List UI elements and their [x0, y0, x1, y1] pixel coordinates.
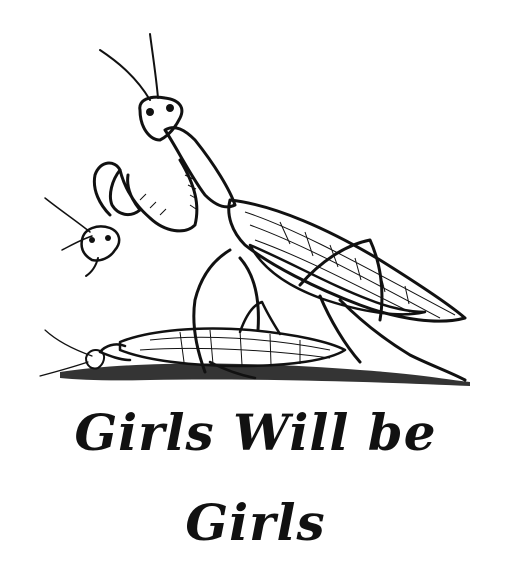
- legs: [238, 300, 282, 336]
- head: [138, 95, 184, 142]
- wings: [227, 198, 467, 323]
- arm-hatching: [139, 174, 198, 216]
- eye: [89, 237, 95, 243]
- leg-hind: [338, 298, 467, 382]
- leg-hind-2: [318, 294, 362, 364]
- mantis-illustration: [39, 33, 470, 386]
- poster: Girls Will be Girls: [39, 33, 470, 552]
- small-antenna: [44, 329, 93, 357]
- prothorax: [163, 126, 237, 209]
- fallen-mantis: [39, 300, 347, 380]
- neck-stump: [85, 257, 99, 277]
- big-mantis: [92, 33, 467, 382]
- body: [118, 327, 347, 368]
- forearm: [108, 168, 142, 217]
- small-antenna: [39, 361, 89, 377]
- eye: [166, 104, 174, 112]
- legs: [208, 360, 257, 380]
- severed-head: [44, 197, 121, 277]
- antenna-right: [149, 33, 159, 99]
- eye: [146, 108, 154, 116]
- small-head: [85, 349, 106, 370]
- body-hatching: [139, 329, 331, 366]
- head-shape: [80, 225, 121, 262]
- caption-text: Girls Will be Girls: [74, 403, 437, 552]
- abdomen: [248, 243, 427, 316]
- eye: [105, 235, 111, 241]
- leg-mid: [298, 238, 384, 322]
- leg-front-2: [238, 256, 260, 332]
- antenna: [44, 197, 91, 233]
- arm: [98, 343, 132, 362]
- antenna-left: [99, 49, 151, 101]
- ground-shadow: [60, 363, 470, 386]
- antenna: [61, 235, 93, 251]
